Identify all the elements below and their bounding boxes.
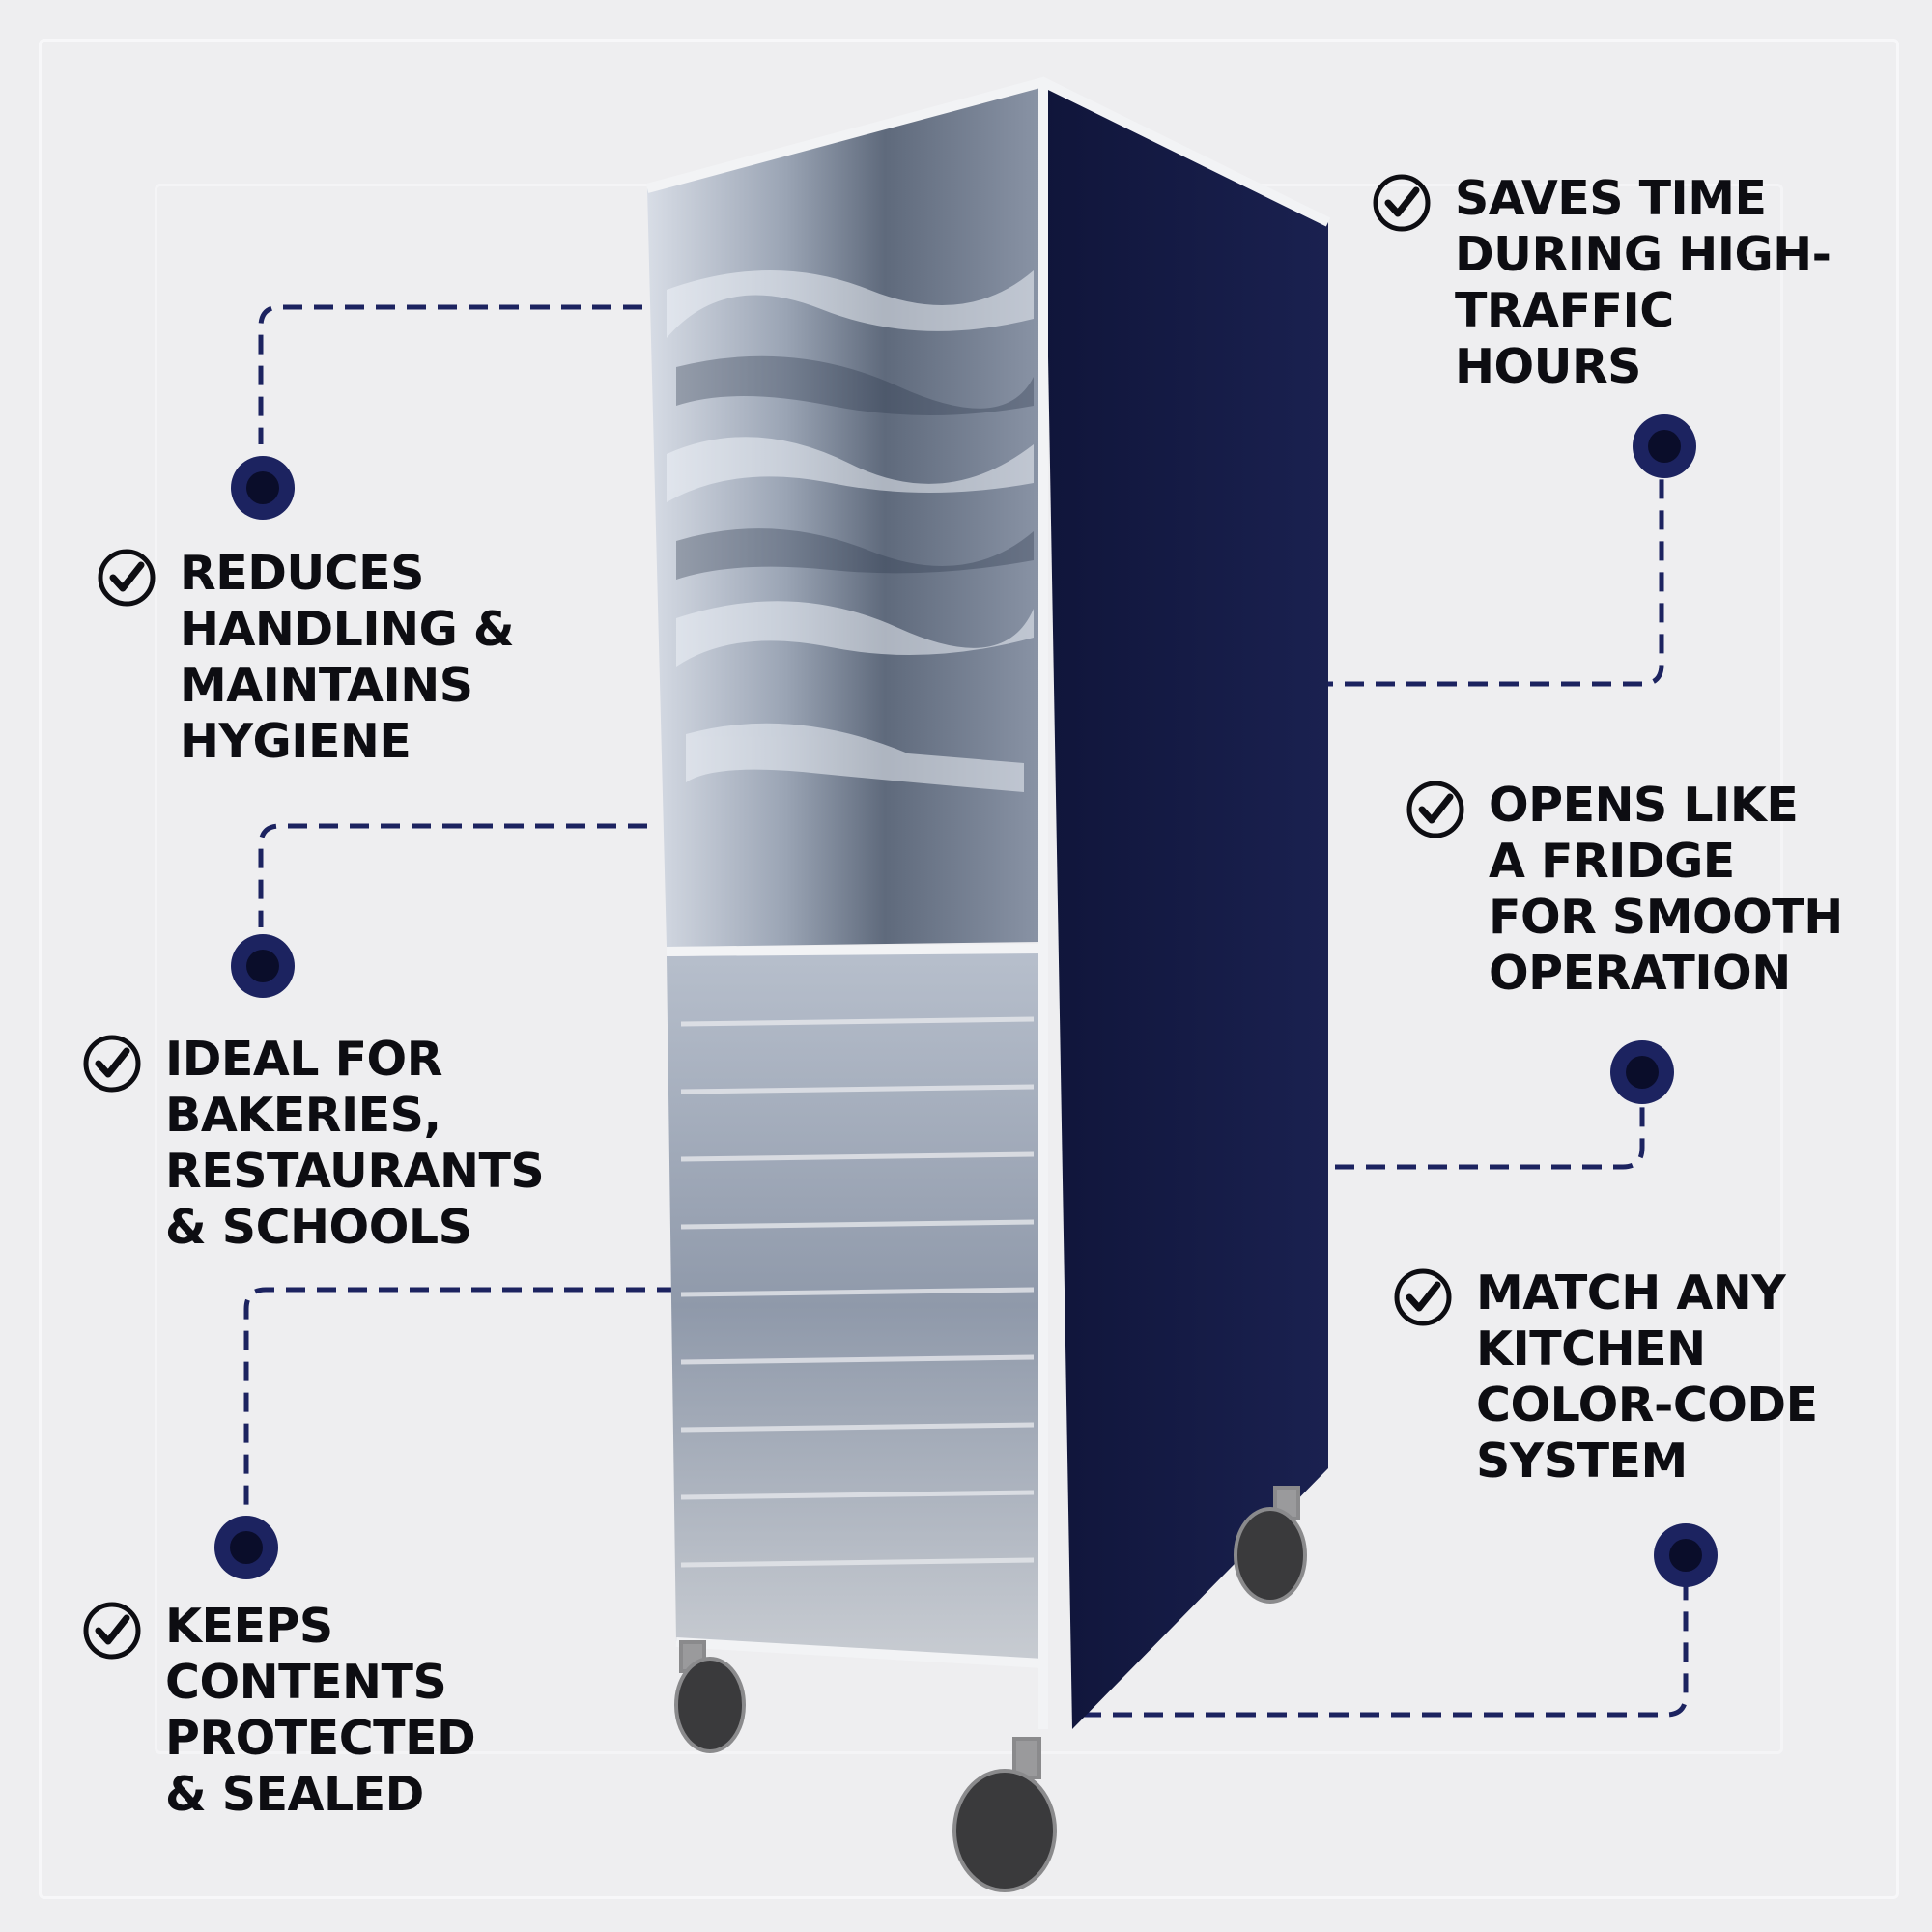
leader-line-ideal-for bbox=[258, 823, 647, 927]
feature-opens-like-fridge: OPENS LIKE A FRIDGE FOR SMOOTH OPERATION bbox=[1406, 778, 1843, 1002]
rack-cover bbox=[645, 76, 1331, 1729]
clear-front-upper bbox=[647, 82, 1043, 947]
feature-ideal-for: IDEAL FOR BAKERIES, RESTAURANTS & SCHOOL… bbox=[82, 1032, 545, 1256]
leader-line-reduces-handling bbox=[258, 304, 642, 444]
check-circle-icon bbox=[83, 1035, 141, 1093]
leader-line-opens-like-fridge bbox=[1304, 1101, 1645, 1170]
check-circle-icon bbox=[1406, 781, 1464, 838]
feature-text: SAVES TIME DURING HIGH- TRAFFIC HOURS bbox=[1455, 171, 1832, 394]
check-circle-icon bbox=[83, 1602, 141, 1660]
leader-line-saves-time bbox=[1314, 478, 1664, 687]
feature-text: REDUCES HANDLING & MAINTAINS HYGIENE bbox=[180, 546, 515, 769]
feature-reduces-handling: REDUCES HANDLING & MAINTAINS HYGIENE bbox=[97, 546, 515, 770]
feature-keeps-protected: KEEPS CONTENTS PROTECTED & SEALED bbox=[82, 1599, 476, 1823]
feature-text: IDEAL FOR BAKERIES, RESTAURANTS & SCHOOL… bbox=[165, 1032, 545, 1255]
clear-front-lower bbox=[667, 952, 1043, 1662]
feature-match-color: MATCH ANY KITCHEN COLOR-CODE SYSTEM bbox=[1393, 1265, 1818, 1490]
feature-saves-time: SAVES TIME DURING HIGH- TRAFFIC HOURS bbox=[1372, 171, 1832, 395]
feature-text: MATCH ANY KITCHEN COLOR-CODE SYSTEM bbox=[1476, 1265, 1818, 1489]
check-circle-icon bbox=[1373, 174, 1431, 232]
navy-side-panel bbox=[1043, 82, 1328, 1729]
leader-line-match-color bbox=[1082, 1584, 1689, 1718]
background-wall-panel bbox=[39, 39, 1899, 1899]
feature-text: KEEPS CONTENTS PROTECTED & SEALED bbox=[165, 1599, 476, 1822]
feature-text: OPENS LIKE A FRIDGE FOR SMOOTH OPERATION bbox=[1489, 778, 1843, 1001]
check-circle-icon bbox=[98, 549, 156, 607]
marker-dot-icon bbox=[214, 414, 1718, 1587]
caster-wheels bbox=[674, 1486, 1307, 1892]
check-circle-icon bbox=[1394, 1268, 1452, 1326]
leader-line-keeps-protected bbox=[243, 1287, 676, 1507]
